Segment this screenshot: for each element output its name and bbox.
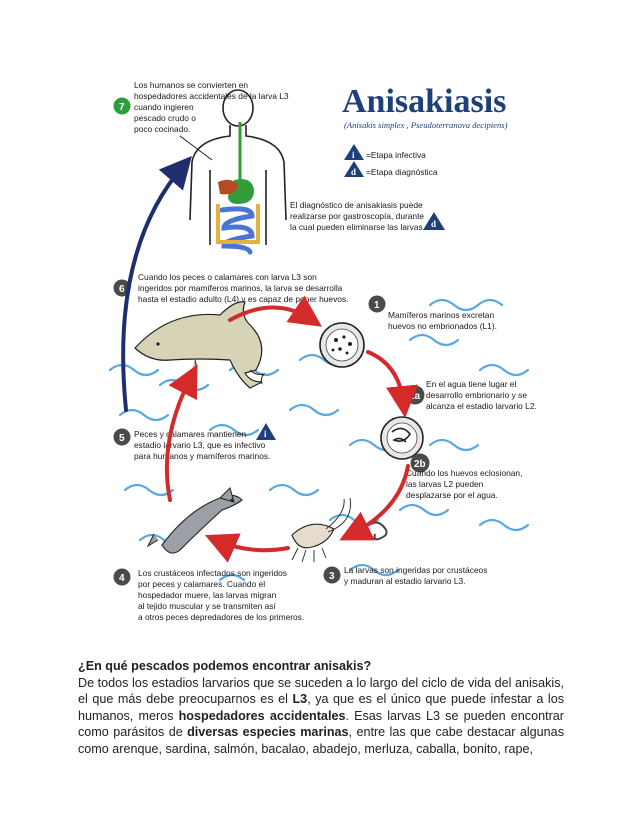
step-6-number: 6	[119, 284, 125, 295]
human-body-illustration	[189, 89, 287, 255]
step-1-line-1: Mamíferos marinos excretan	[388, 310, 494, 320]
legend-infective-label: =Etapa infectiva	[366, 150, 426, 160]
step-3-line-2: y maduran al estadio larvario L3.	[344, 576, 466, 586]
step-7-line-2: hospedadores accidentales de la larva L3	[134, 91, 289, 101]
legend: i =Etapa infectiva d =Etapa diagnóstica	[344, 144, 438, 177]
step-2b-line-3: desplazarse por el agua.	[406, 490, 498, 500]
article-text-1: De todos los estadios larvarios que se s…	[78, 675, 564, 707]
diagnostic-symbol: d	[351, 167, 356, 177]
crustacean-illustration	[291, 497, 351, 563]
step-7-number: 7	[119, 102, 125, 113]
article-heading: ¿En qué pescados podemos encontrar anisa…	[78, 659, 372, 673]
step-7-line-5: poco cocinado.	[134, 124, 190, 134]
infective-triangle-icon	[344, 144, 364, 160]
step-3: 3 La larvas son ingeridas por crustáceos…	[323, 565, 487, 586]
article-section: ¿En qué pescados podemos encontrar anisa…	[78, 658, 564, 758]
step-4: 4 Los crustáceos infectados son ingerido…	[113, 568, 304, 622]
step-2b: 2b Cuando los huevos eclosionan, las lar…	[380, 416, 522, 500]
step-7: 7 Los humanos se convierten en hospedado…	[113, 80, 289, 161]
step-6-line-3: hasta el estadio adulto (L4) y es capaz …	[138, 294, 348, 304]
arrow-egg-to-embryo	[366, 350, 418, 418]
diagnosis-line-3: la cual pueden eliminarse las larvas.	[290, 222, 425, 232]
article-bold-l3: L3	[292, 692, 308, 707]
step-1: 1 Mamíferos marinos excretan huevos no e…	[319, 295, 497, 368]
arrow-embryo-to-crustacean	[339, 464, 410, 541]
step-2a: 2a En el agua tiene lugar el desarrollo …	[405, 379, 537, 411]
article-bold-hospedadores: hospedadores accidentales	[178, 708, 346, 723]
arrow-fish-to-human	[121, 155, 192, 412]
figure-subtitle: (Anisakis simplex , Pseudoterranova deci…	[344, 120, 508, 130]
step-2a-line-1: En el agua tiene lugar el	[426, 379, 516, 389]
arrow-fish-to-dolphin	[164, 364, 198, 502]
small-intestine	[219, 206, 255, 255]
article-text-4: , entre las que cabe destacar algunas co…	[78, 725, 564, 756]
step-5-line-3: para humanos y mamíferos marinos.	[134, 451, 270, 461]
lifecycle-arrows	[121, 155, 418, 563]
article-text-2: , ya que es el único que puede infestar …	[78, 692, 564, 723]
article-text-3: . Esas larvas L3 se pueden encontrar com…	[78, 708, 565, 740]
step-6-line-2: ingeridos por mamíferos marinos, la larv…	[138, 283, 343, 293]
article-bold-especies: diversas especies marinas	[187, 725, 349, 740]
step-3-line-1: La larvas son ingeridas por crustáceos	[344, 565, 487, 575]
infective-symbol: i	[352, 150, 355, 160]
liver	[218, 179, 238, 195]
diagnosis-symbol: d	[431, 219, 436, 229]
step-4-number: 4	[119, 573, 125, 584]
step-7-line-3: cuando ingieren	[134, 102, 194, 112]
step-3-number: 3	[329, 571, 335, 582]
legend-diagnostic-label: =Etapa diagnóstica	[366, 167, 438, 177]
fish-illustration	[146, 487, 243, 554]
step-2a-number: 2a	[409, 391, 421, 402]
step-4-line-1: Los crustáceos infectados son ingeridos	[138, 568, 287, 578]
step-1-number: 1	[374, 300, 380, 311]
step-5: 5 Peces y calamares mantienen estadio la…	[113, 423, 276, 461]
step-7-line-4: pescado crudo o	[134, 113, 196, 123]
step-2a-line-3: alcanza el estadio larvario L2.	[426, 401, 537, 411]
step-2b-number: 2b	[414, 459, 426, 470]
step-4-line-4: al tejido muscular y se transmiten así	[138, 601, 276, 611]
step-5-number: 5	[119, 433, 125, 444]
infective-triangle-icon-2	[256, 423, 276, 440]
figure-title: Anisakiasis	[342, 83, 506, 120]
step-4-line-2: por peces y calamares. Cuando el	[138, 579, 265, 589]
step-6: 6 Cuando los peces o calamares con larva…	[113, 272, 348, 304]
step-4-line-5: a otros peces depredadores de los primer…	[138, 612, 304, 622]
step-5-infective-symbol: i	[264, 429, 267, 439]
step-2b-line-1: Cuando los huevos eclosionan,	[406, 468, 522, 478]
large-intestine	[216, 204, 260, 244]
diagnosis-line-1: El diagnóstico de anisakiasis puede	[290, 200, 423, 210]
diagnostic-triangle-icon	[344, 161, 364, 177]
step-6-line-1: Cuando los peces o calamares con larva L…	[138, 272, 317, 282]
step-4-line-3: hospedador muere, las larvas migran	[138, 590, 277, 600]
step-5-line-1: Peces y calamares mantienen	[134, 429, 247, 439]
water-waves	[108, 298, 530, 582]
diagnosis-line-2: realizarse por gastroscopía, durante	[290, 211, 424, 221]
step-2b-line-2: las larvas L2 pueden	[406, 479, 484, 489]
step-2a-line-2: desarrollo embrionario y se	[426, 390, 527, 400]
arrow-dolphin-to-egg	[228, 295, 322, 327]
arrow-crustacean-to-fish	[205, 533, 290, 563]
step-1-line-2: huevos no embrionados (L1).	[388, 321, 497, 331]
diagnosis-note: El diagnóstico de anisakiasis puede real…	[290, 200, 445, 232]
anisakiasis-lifecycle-diagram: Anisakiasis (Anisakis simplex , Pseudote…	[108, 80, 537, 622]
diagnostic-triangle-icon-2	[423, 212, 445, 230]
step-7-line-1: Los humanos se convierten en	[134, 80, 248, 90]
step-5-line-2: estadio larvario L3, que es infectivo	[134, 440, 266, 450]
article-paragraph: De todos los estadios larvarios que se s…	[78, 675, 564, 758]
